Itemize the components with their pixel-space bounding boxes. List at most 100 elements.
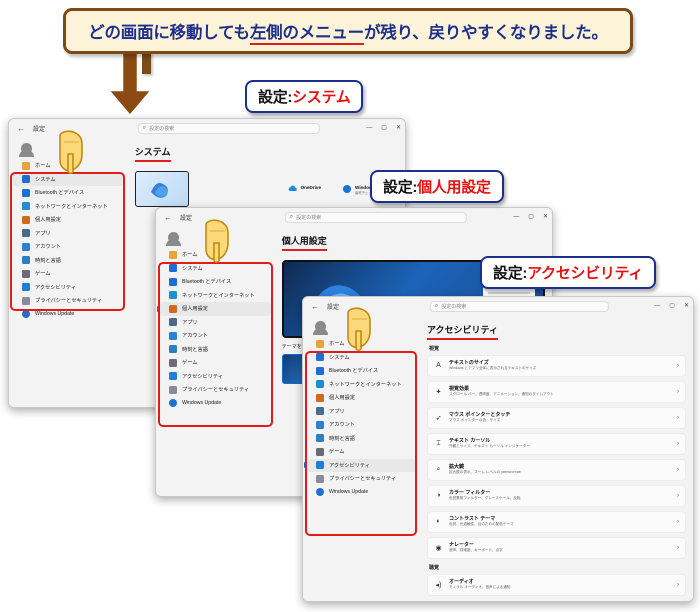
minimize-button[interactable]: — <box>513 214 520 220</box>
sidebar-item-0[interactable]: ホーム <box>160 248 271 262</box>
settings-row-text: コントラスト テーマ色覚、光過敏性、目のための配色テーマ <box>449 516 671 528</box>
sidebar-item-3[interactable]: ネットワークとインターネット <box>13 200 124 214</box>
sidebar-item-label: アプリ <box>329 408 345 415</box>
maximize-button[interactable]: ▢ <box>381 125 387 131</box>
label-key: 設定: <box>383 179 418 196</box>
search-input[interactable]: ⌕ 設定の検索 <box>284 211 467 223</box>
sidebar-item-1[interactable]: システム <box>307 351 416 365</box>
settings-row[interactable]: ⌶テキスト カーソル外観とサイズ、テキスト カーソル インジケーター› <box>427 432 686 455</box>
close-button[interactable]: ✕ <box>683 303 689 309</box>
sidebar-item-2[interactable]: Bluetooth とデバイス <box>307 364 416 378</box>
minimize-button[interactable]: — <box>654 303 661 309</box>
settings-row-text: カラー フィルター色覚異常フィルター、グレースケール、反転 <box>449 490 671 502</box>
sidebar-item-4[interactable]: 個人用設定 <box>13 213 124 227</box>
sidebar-item-8[interactable]: ゲーム <box>13 267 124 281</box>
sidebar-item-2[interactable]: Bluetooth とデバイス <box>13 186 124 200</box>
close-button[interactable]: ✕ <box>395 125 401 131</box>
settings-row[interactable]: ◐コントラスト テーマ色覚、光過敏性、目のための配色テーマ› <box>427 510 686 533</box>
settings-row[interactable]: ⌕拡大鏡拡大鏡の表示、ズーム レベルの увеличение› <box>427 458 686 481</box>
sidebar-item-9[interactable]: アクセシビリティ <box>13 281 124 295</box>
apps-icon <box>316 407 324 416</box>
sidebar-item-label: ネットワークとインターネット <box>35 203 108 210</box>
sidebar-item-2[interactable]: Bluetooth とデバイス <box>160 275 271 289</box>
sidebar-item-6[interactable]: アカウント <box>307 418 416 432</box>
audio-icon: ◂) <box>435 581 442 589</box>
avatar[interactable] <box>313 321 328 335</box>
time-language-icon <box>22 256 30 265</box>
search-icon: ⌕ <box>289 213 294 220</box>
bluetooth-icon <box>316 366 324 375</box>
settings-row[interactable]: ◑カラー フィルター色覚異常フィルター、グレースケール、反転› <box>427 484 686 507</box>
sidebar-item-label: 個人用設定 <box>35 217 61 224</box>
sidebar-item-4[interactable]: 個人用設定 <box>157 302 271 316</box>
sidebar-item-label: ネットワークとインターネット <box>182 292 255 299</box>
sidebar-item-7[interactable]: 時刻と言語 <box>160 343 271 357</box>
window-title: 設定 <box>327 304 340 311</box>
privacy-shield-icon <box>169 385 177 394</box>
sidebar-item-label: Windows Update <box>182 400 222 407</box>
search-input[interactable]: ⌕ 設定の検索 <box>137 122 320 134</box>
avatar[interactable] <box>166 232 181 246</box>
close-button[interactable]: ✕ <box>542 214 548 220</box>
sidebar-item-5[interactable]: アプリ <box>307 405 416 419</box>
account-icon <box>169 331 177 340</box>
sidebar-item-4[interactable]: 個人用設定 <box>307 391 416 405</box>
mouse-pointer-icon: ➶ <box>435 414 442 422</box>
settings-row[interactable]: ◉ナレーター音声、詳細度、キーボード、点字› <box>427 536 686 559</box>
sidebar-item-3[interactable]: ネットワークとインターネット <box>160 289 271 303</box>
apps-icon <box>22 229 30 238</box>
settings-row[interactable]: ➶マウス ポインターとタッチマウス ポインターの色、サイズ› <box>427 406 686 429</box>
page-title: アクセシビリティ <box>427 323 499 340</box>
sidebar-item-9[interactable]: アクセシビリティ <box>160 370 271 384</box>
settings-row[interactable]: ◂)オーディオモノラル オーディオ、音声による通知› <box>427 573 686 596</box>
sidebar-item-11[interactable]: Windows Update <box>13 308 124 322</box>
sidebar-item-7[interactable]: 時刻と言語 <box>307 432 416 446</box>
settings-row-title: オーディオ <box>449 578 474 585</box>
card-onedrive[interactable]: OneDrive <box>288 185 321 195</box>
back-arrow-icon[interactable]: ← <box>164 212 172 222</box>
sidebar-item-8[interactable]: ゲーム <box>307 445 416 459</box>
sidebar-item-8[interactable]: ゲーム <box>160 356 271 370</box>
sidebar-item-label: アカウント <box>329 422 355 429</box>
sidebar-item-5[interactable]: アプリ <box>13 227 124 241</box>
maximize-button[interactable]: ▢ <box>528 214 534 220</box>
settings-row-subtitle: Windows とアプリ全体に表示されるテキストのサイズ <box>449 366 537 371</box>
sidebar-item-6[interactable]: アカウント <box>13 240 124 254</box>
back-arrow-icon[interactable]: ← <box>311 301 319 311</box>
sidebar-item-10[interactable]: プライバシーとセキュリティ <box>307 472 416 486</box>
search-input[interactable]: ⌕ 設定の検索 <box>429 300 610 312</box>
settings-row-title: 視覚効果 <box>449 385 470 392</box>
maximize-button[interactable]: ▢ <box>669 303 675 309</box>
minimize-button[interactable]: — <box>366 125 373 131</box>
settings-row[interactable]: ✦視覚効果スクロール バー、透明度、アニメーション、通知のタイムアウト› <box>427 380 686 403</box>
chevron-right-icon: › <box>677 518 679 525</box>
hand-pointer-cursor <box>198 217 238 272</box>
titlebar-accessibility: ← 設定 ⌕ 設定の検索 — ▢ ✕ <box>303 297 693 315</box>
settings-row-subtitle: 外観とサイズ、テキスト カーソル インジケーター <box>449 444 530 449</box>
avatar[interactable] <box>19 143 34 157</box>
back-arrow-icon[interactable]: ← <box>17 123 25 133</box>
sidebar-item-0[interactable]: ホーム <box>307 337 416 351</box>
sidebar-item-3[interactable]: ネットワークとインターネット <box>307 378 416 392</box>
hand-pointer-cursor <box>52 128 92 183</box>
sidebar-item-7[interactable]: 時刻と言語 <box>13 254 124 268</box>
sidebar-item-11[interactable]: Windows Update <box>307 486 416 500</box>
sidebar-item-11[interactable]: Windows Update <box>160 397 271 411</box>
sidebar-item-label: アカウント <box>35 244 61 251</box>
sidebar-item-9[interactable]: アクセシビリティ <box>304 458 416 472</box>
sidebar-item-5[interactable]: アプリ <box>160 316 271 330</box>
sidebar-item-label: 時刻と言語 <box>35 257 61 264</box>
label-personalization: 設定:個人用設定 <box>370 170 504 203</box>
sidebar-item-label: システム <box>35 176 56 183</box>
sidebar-item-0[interactable]: ホーム <box>13 159 124 173</box>
sidebar-item-6[interactable]: アカウント <box>160 329 271 343</box>
sidebar-item-10[interactable]: プライバシーとセキュリティ <box>160 383 271 397</box>
chevron-right-icon: › <box>677 492 679 499</box>
sidebar-item-1[interactable]: システム <box>160 262 271 276</box>
device-thumbnail <box>134 170 189 207</box>
sidebar-item-10[interactable]: プライバシーとセキュリティ <box>13 294 124 308</box>
callout-post <box>142 52 151 74</box>
